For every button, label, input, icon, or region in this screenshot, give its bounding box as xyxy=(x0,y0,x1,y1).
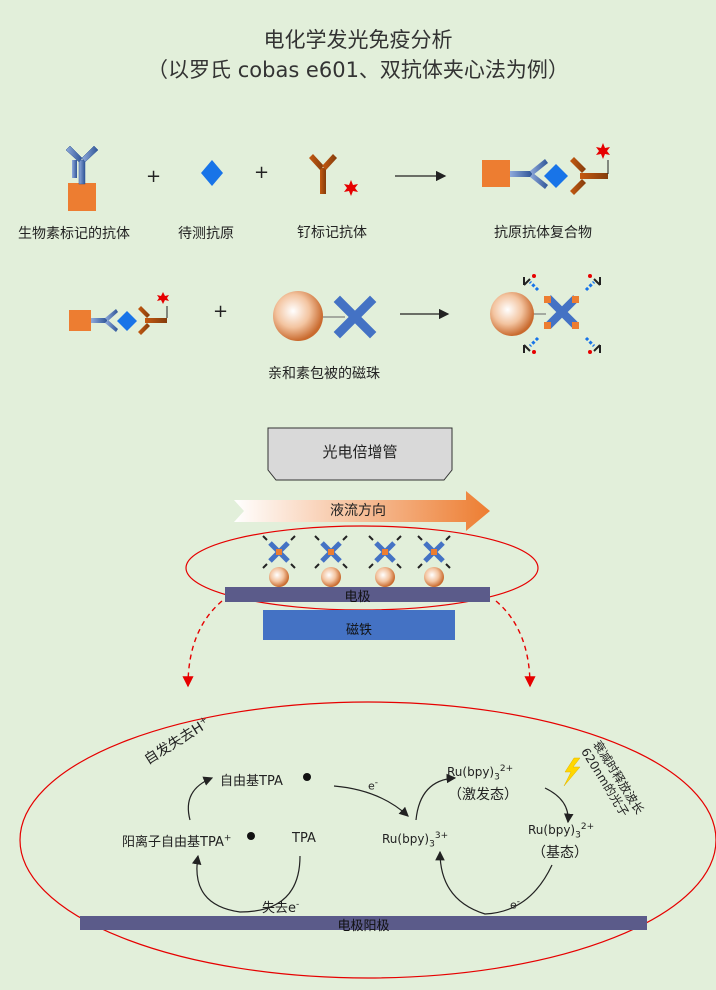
radical-tpa-label: 自由基TPA xyxy=(220,774,283,789)
photomultiplier-label: 光电倍增管 xyxy=(322,443,398,461)
anode-label: 电极阳极 xyxy=(337,919,390,934)
plus-sign-3: + xyxy=(213,301,229,322)
biotin-antibody-icon xyxy=(65,145,99,211)
title-line2: （以罗氏 cobas e601、双抗体夹心法为例） xyxy=(147,58,569,82)
magnet-label: 磁铁 xyxy=(345,623,372,638)
antigen-diamond-icon xyxy=(201,160,223,186)
title-line1: 电化学发光免疫分析 xyxy=(263,28,453,52)
antigen-label: 待测抗原 xyxy=(178,226,234,242)
streptavidin-bead-icon xyxy=(273,291,377,341)
magnet-bar xyxy=(263,610,455,640)
tpa-label: TPA xyxy=(292,831,316,846)
plus-sign-1: + xyxy=(146,166,162,187)
complex-small-icon xyxy=(69,292,169,335)
flow-direction-label: 液流方向 xyxy=(330,503,386,519)
lightning-icon xyxy=(563,757,581,787)
plus-sign-2: + xyxy=(254,162,270,183)
ru-3plus-label: Ru(bpy)33+ xyxy=(382,831,449,850)
flow-direction-arrow xyxy=(234,491,490,531)
complex-label: 抗原抗体复合物 xyxy=(494,225,592,241)
electrode-bar xyxy=(225,587,490,602)
cation-radical-tpa-label: 阳离子自由基TPA+ xyxy=(122,833,232,850)
ru-antibody-icon xyxy=(309,154,358,196)
electron-top-label: e- xyxy=(368,778,379,793)
antigen-antibody-complex-icon xyxy=(482,143,610,195)
electrode-label: 电极 xyxy=(344,590,371,605)
excited-state-label: （激发态） xyxy=(448,787,518,803)
photomultiplier-tube-shape xyxy=(267,427,453,481)
electrode-beads xyxy=(262,535,451,587)
lose-electron-label: 失去e- xyxy=(262,899,300,916)
ru-excited-label: Ru(bpy)32+ xyxy=(447,764,514,783)
electron-bottom-label: e- xyxy=(510,897,521,912)
biotin-antibody-label: 生物素标记的抗体 xyxy=(18,226,130,242)
ground-state-label: （基态） xyxy=(532,845,588,861)
ru-antibody-label: 钌标记抗体 xyxy=(297,225,367,241)
bead-complex-icon xyxy=(490,274,601,354)
anode-bar xyxy=(80,916,647,930)
streptavidin-bead-label: 亲和素包被的磁珠 xyxy=(268,366,380,382)
ru-ground-label: Ru(bpy)32+ xyxy=(528,822,595,841)
